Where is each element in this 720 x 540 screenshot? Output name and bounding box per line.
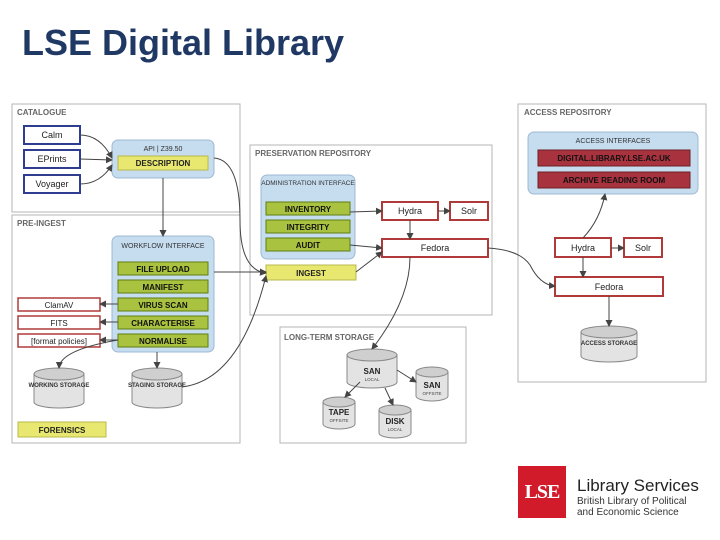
characterise-label: CHARACTERISE xyxy=(131,319,195,328)
integrity-label: INTEGRITY xyxy=(287,223,330,232)
staging-storage-cylinder: STAGING STORAGE xyxy=(128,367,186,409)
virus-scan-step: VIRUS SCAN xyxy=(117,297,209,312)
tape-sub: OFFSITE xyxy=(330,418,349,423)
disk-label: DISK xyxy=(385,417,404,426)
manifest-label: MANIFEST xyxy=(143,283,184,292)
description-label: DESCRIPTION xyxy=(136,159,191,168)
disk-sub: LOCAL xyxy=(388,427,403,432)
preservation-section-label: PRESERVATION REPOSITORY xyxy=(255,149,372,158)
characterise-step: CHARACTERISE xyxy=(117,315,209,330)
eprints-label: EPrints xyxy=(37,154,67,164)
footer-subtitle: British Library of Political and Economi… xyxy=(577,496,686,518)
file-upload-step: FILE UPLOAD xyxy=(117,261,209,276)
inventory-box xyxy=(265,201,351,216)
working-storage-cylinder: WORKING STORAGE xyxy=(29,367,90,409)
forensics-label: FORENSICS xyxy=(39,426,86,435)
footer-title: Library Services xyxy=(577,476,699,495)
audit-box xyxy=(265,237,351,252)
digital-library-box xyxy=(537,149,691,167)
description-box xyxy=(117,155,209,171)
solr-access-label: Solr xyxy=(635,243,651,253)
access-storage-cylinder: ACCESS STORAGE xyxy=(580,325,638,363)
access-section-label: ACCESS REPOSITORY xyxy=(524,108,612,117)
clamav-label: ClamAV xyxy=(45,301,74,310)
file-upload-label: FILE UPLOAD xyxy=(136,265,190,274)
access-storage-label: ACCESS STORAGE xyxy=(581,341,637,347)
virus-scan-label: VIRUS SCAN xyxy=(138,301,188,310)
ingest-label: INGEST xyxy=(296,269,326,278)
footer-subtitle-line1: British Library of Political xyxy=(577,496,687,507)
footer-subtitle-line2: and Economic Science xyxy=(577,507,679,518)
workflow-label: WORKFLOW INTERFACE xyxy=(121,243,205,250)
hydra-access-label: Hydra xyxy=(571,243,595,253)
san-local-cylinder: SAN LOCAL xyxy=(346,348,398,389)
san-local-label: SAN xyxy=(364,367,381,376)
tape-cylinder: TAPE OFFSITE xyxy=(322,396,356,430)
staging-storage-label: STAGING STORAGE xyxy=(128,383,186,389)
admin-label: ADMINISTRATION INTERFACE xyxy=(261,180,355,187)
solr-preservation-label: Solr xyxy=(461,206,477,216)
disk-cylinder: DISK LOCAL xyxy=(378,404,412,439)
format-policies-label: [format policies] xyxy=(31,337,87,346)
voyager-label: Voyager xyxy=(35,179,68,189)
san-offsite-label: SAN xyxy=(424,381,441,390)
lse-logo: LSE xyxy=(518,466,566,518)
digital-library-label: DIGITAL.LIBRARY.LSE.AC.UK xyxy=(557,154,671,163)
san-offsite-sub: OFFSITE xyxy=(423,391,442,396)
manifest-step: MANIFEST xyxy=(117,279,209,294)
api-label: API | Z39.50 xyxy=(144,146,183,153)
connectors xyxy=(55,134,625,406)
san-offsite-cylinder: SAN OFFSITE xyxy=(415,366,449,402)
page-title: LSE Digital Library xyxy=(22,22,345,63)
reading-room-label: ARCHIVE READING ROOM xyxy=(563,176,666,185)
catalogue-section-label: CATALOGUE xyxy=(17,108,67,117)
audit-label: AUDIT xyxy=(296,241,321,250)
tape-label: TAPE xyxy=(329,408,350,417)
integrity-box xyxy=(265,219,351,234)
fits-label: FITS xyxy=(50,319,67,328)
calm-label: Calm xyxy=(41,130,62,140)
working-storage-label: WORKING STORAGE xyxy=(29,383,90,389)
normalise-label: NORMALISE xyxy=(139,337,188,346)
access-interfaces-label: ACCESS INTERFACES xyxy=(576,138,651,145)
pre-ingest-section-label: PRE-INGEST xyxy=(17,219,66,228)
inventory-label: INVENTORY xyxy=(285,205,332,214)
forensics-box xyxy=(17,421,107,438)
fedora-preservation-label: Fedora xyxy=(421,243,450,253)
long-term-section-label: LONG-TERM STORAGE xyxy=(284,333,375,342)
fedora-access-label: Fedora xyxy=(595,282,624,292)
normalise-step: NORMALISE xyxy=(117,333,209,348)
hydra-preservation-label: Hydra xyxy=(398,206,422,216)
reading-room-box xyxy=(537,171,691,189)
san-local-sub: LOCAL xyxy=(365,377,380,382)
